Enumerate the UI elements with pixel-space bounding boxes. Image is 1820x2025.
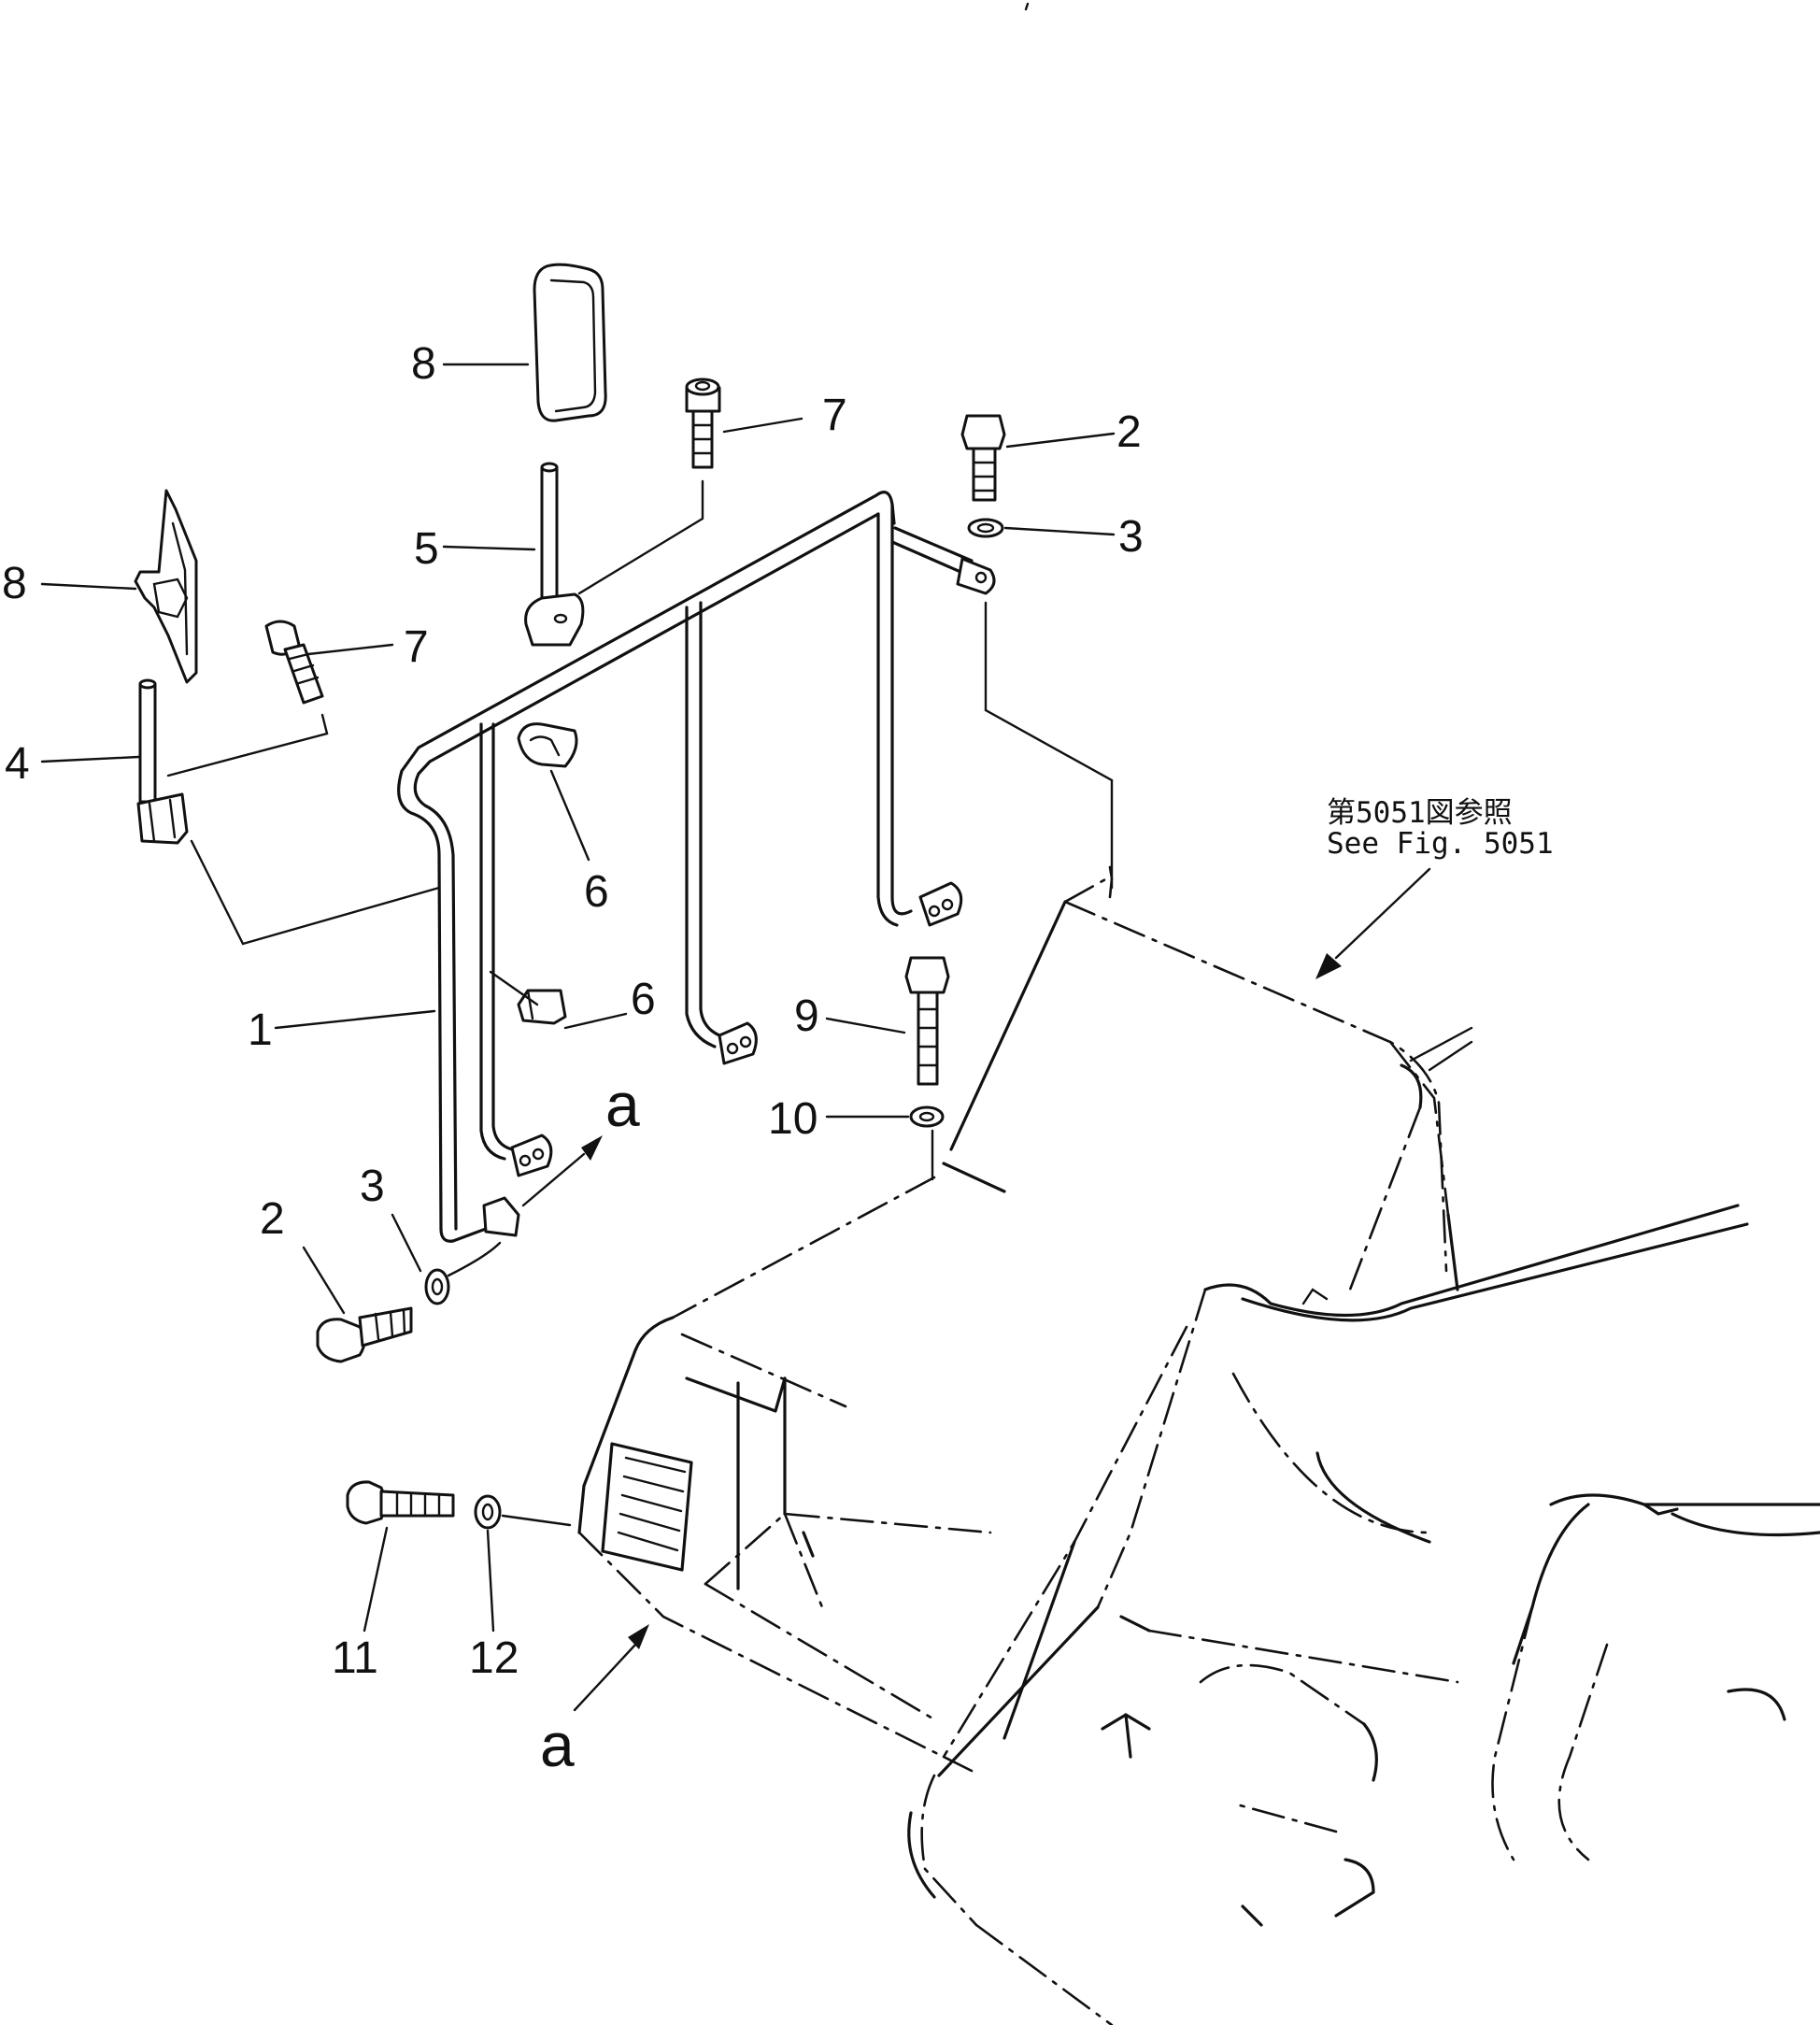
callout-6-top: 6 xyxy=(584,867,609,917)
callout-11: 11 xyxy=(332,1633,378,1683)
callout-1: 1 xyxy=(248,1005,273,1055)
callout-4: 4 xyxy=(5,739,30,789)
tab-left xyxy=(510,1134,553,1177)
reference-text-english: See Fig. 5051 xyxy=(1327,827,1554,861)
reference-arrow xyxy=(1315,867,1431,979)
scan-mark xyxy=(1024,2,1030,11)
mirror-left xyxy=(134,489,198,684)
assembly-lines xyxy=(166,479,1114,1527)
frame-mounting-tabs xyxy=(482,557,996,1237)
figure-reference: 第5051図参照 See Fig. 5051 xyxy=(1327,796,1554,861)
callout-10: 10 xyxy=(768,1094,818,1144)
tab-center xyxy=(718,1021,758,1065)
bolt-part-11 xyxy=(346,1480,455,1525)
tab-right xyxy=(918,881,963,927)
callout-8-left: 8 xyxy=(2,559,27,608)
stay-part-5 xyxy=(524,462,585,647)
bolt-part-7-left xyxy=(264,620,324,705)
view-label-a-lower: a xyxy=(540,1710,575,1779)
callout-labels: 8 7 2 3 5 8 7 4 6 6 1 9 10 3 2 11 12 xyxy=(2,339,1144,1683)
callout-5: 5 xyxy=(414,524,439,574)
clamp-top xyxy=(517,722,578,768)
view-label-a-upper: a xyxy=(605,1070,640,1139)
callout-2-top: 2 xyxy=(1116,407,1142,457)
washer-part-12 xyxy=(474,1494,502,1530)
tab-bottom-left xyxy=(482,1196,520,1237)
callout-3-bottom: 3 xyxy=(360,1162,385,1211)
cab-body xyxy=(577,865,1820,2025)
bolt-part-9 xyxy=(904,956,950,1086)
callout-8-top: 8 xyxy=(411,339,436,389)
callout-6-bottom: 6 xyxy=(631,975,656,1024)
mirror-top xyxy=(533,263,607,422)
callout-9: 9 xyxy=(794,991,819,1041)
callout-2-bottom: 2 xyxy=(260,1194,285,1244)
washer-part-10 xyxy=(909,1105,945,1128)
washer-part-3-bottom xyxy=(424,1268,450,1305)
view-labels: a a xyxy=(540,1070,640,1779)
view-arrow-upper xyxy=(521,1135,603,1207)
callout-7-left: 7 xyxy=(404,622,429,672)
callout-12: 12 xyxy=(469,1633,519,1683)
washer-part-3-top xyxy=(967,518,1004,538)
reference-text-japanese: 第5051図参照 xyxy=(1327,796,1513,830)
callout-3-top: 3 xyxy=(1118,512,1144,562)
view-arrow-lower xyxy=(573,1624,649,1712)
bolt-part-2-bottom xyxy=(316,1306,413,1363)
bolt-part-2-top xyxy=(960,414,1006,502)
stay-part-4 xyxy=(136,678,189,845)
bolt-part-7-top xyxy=(685,378,721,469)
leader-lines xyxy=(40,363,1116,1633)
frame-part-1 xyxy=(397,491,974,1243)
callout-7-top: 7 xyxy=(822,391,847,440)
